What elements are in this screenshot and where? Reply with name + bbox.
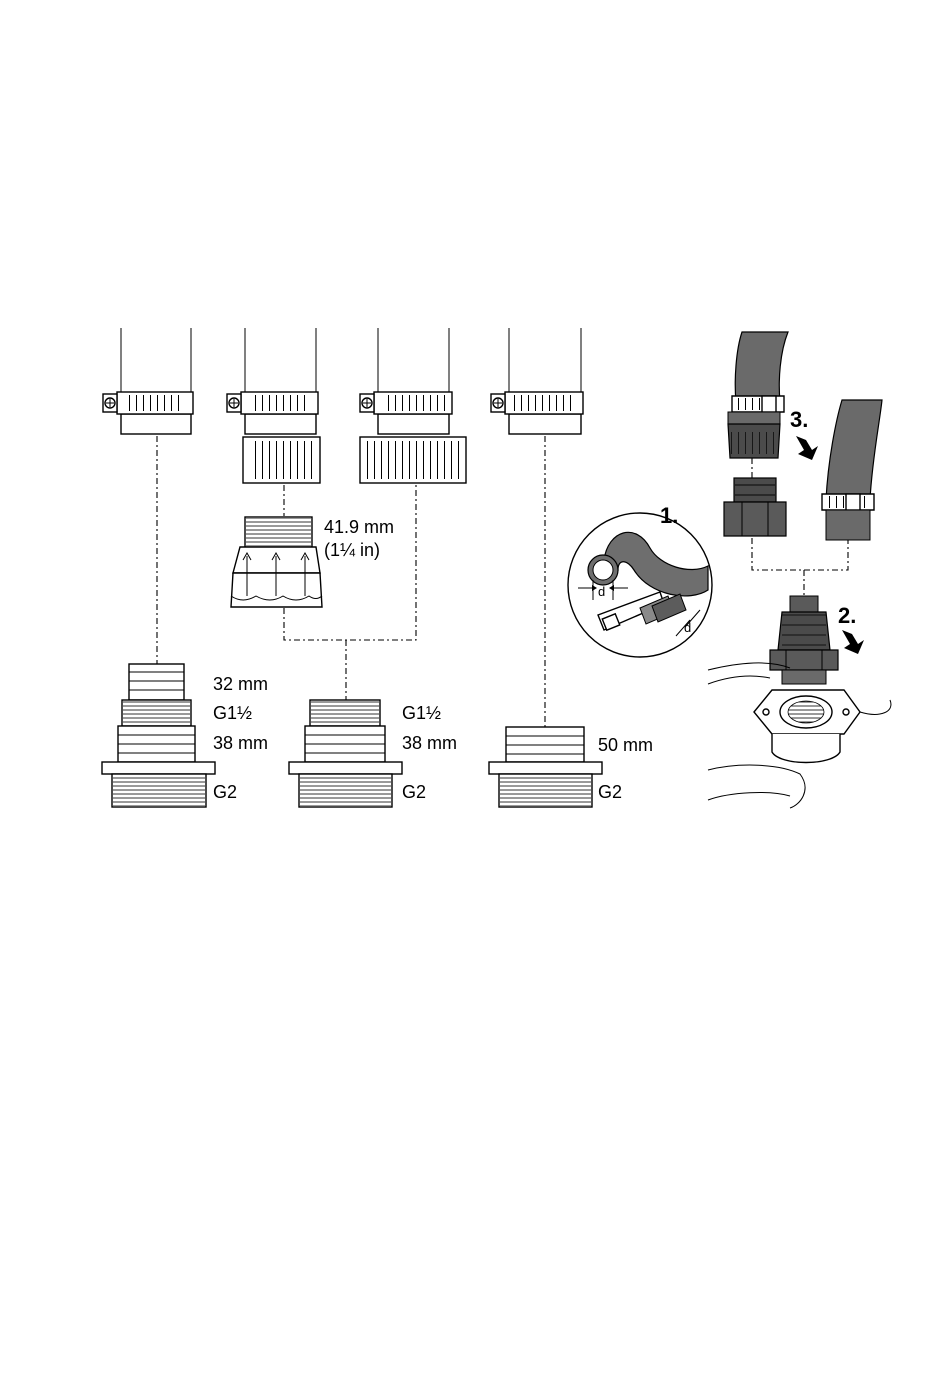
label-adapter1-hose: 32 mm: [213, 674, 268, 694]
label-adapter3-thread-bottom: G2: [598, 782, 622, 802]
label-adapter1-thread-bottom: G2: [213, 782, 237, 802]
hose-clamp-3: [360, 392, 452, 414]
label-detail-d-1: d: [598, 584, 605, 599]
label-adapter2-thread-bottom: G2: [402, 782, 426, 802]
label-adapter2-thread-top: G1½: [402, 703, 441, 723]
label-adapter1-hose-large: 38 mm: [213, 733, 268, 753]
step-1-label: 1.: [660, 503, 678, 528]
step-2-label: 2.: [838, 603, 856, 628]
hose-clamp-4: [491, 392, 583, 414]
hose-nut-2: [243, 437, 320, 483]
label-thread-adapter-inch: (1¼ in): [324, 540, 380, 560]
step-3-label: 3.: [790, 407, 808, 432]
cutting-detail: d d: [568, 513, 712, 657]
hose-3: [360, 328, 466, 483]
hose-clamp-1: [103, 392, 193, 414]
step-3-arrow-icon: [796, 436, 818, 460]
hose-nut-3: [360, 437, 466, 483]
right-hose-clamp: [822, 494, 874, 510]
pump-assembly: [708, 332, 891, 808]
adapter-3: [489, 727, 602, 807]
hose-1: [103, 328, 193, 434]
step3-clamp: [732, 396, 784, 412]
label-thread-adapter: 41.9 mm: [324, 517, 394, 537]
label-detail-d-2: d: [684, 620, 691, 635]
adapter-2: [289, 700, 402, 807]
step-2-arrow-icon: [842, 630, 864, 654]
hose-4: [491, 328, 583, 434]
label-adapter1-thread-top: G1½: [213, 703, 252, 723]
hose-clamp-2: [227, 392, 318, 414]
label-adapter2-hose: 38 mm: [402, 733, 457, 753]
thread-adapter-41mm: [231, 517, 322, 607]
adapter-1: [102, 664, 215, 807]
label-adapter3-hose: 50 mm: [598, 735, 653, 755]
hose-2: [227, 328, 320, 483]
